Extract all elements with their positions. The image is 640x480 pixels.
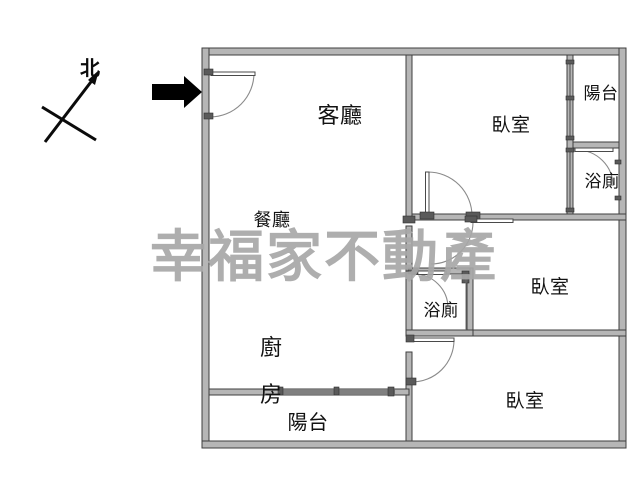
door-bedroom-middle: [430, 215, 514, 265]
wall-middle-bath-bottom: [405, 329, 474, 337]
wall-outer-top: [201, 47, 627, 56]
door-entrance: [203, 68, 256, 120]
door-bedroom-lower: [405, 334, 455, 386]
wall-spine-mid1: [405, 225, 413, 272]
wall-front-balcony-top: [208, 388, 410, 396]
north-arrow-icon: [41, 70, 99, 143]
wall-upper-block-bottom: [411, 213, 627, 221]
wall-outer-bottom: [201, 440, 627, 449]
wall-middle-lower-divider: [469, 329, 627, 337]
wall-spine-mid2: [405, 270, 413, 336]
door-bedroom-upper: [419, 171, 481, 220]
window-rear-balcony: [565, 59, 575, 141]
wall-balcony-bath-divider: [572, 141, 620, 149]
window-front-balcony: [277, 386, 395, 397]
wall-outer-left: [201, 47, 210, 449]
window-upper-bathroom: [565, 147, 575, 213]
door-bathroom-middle: [407, 267, 470, 330]
wall-spine-lower: [405, 351, 413, 442]
entrance-arrow-icon: [152, 76, 202, 108]
wall-spine-upper: [405, 54, 413, 221]
wall-outer-right: [618, 47, 627, 449]
door-upper-bathroom: [574, 147, 614, 187]
jamb-spine-dining: [402, 215, 416, 224]
window-right-exterior: [614, 159, 622, 201]
